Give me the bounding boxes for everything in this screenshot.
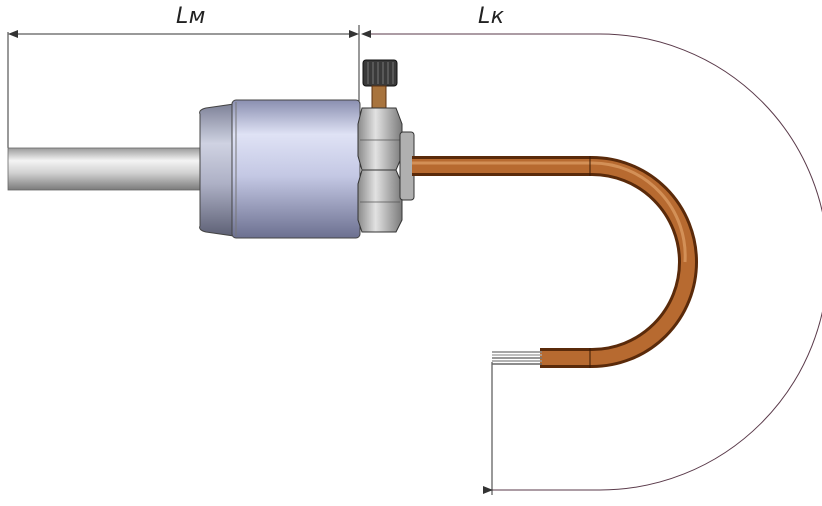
- lk-dimension-arc: [361, 30, 822, 494]
- cable-shine: [412, 161, 687, 263]
- sensor-body: [231, 99, 361, 239]
- cable-highlight: [412, 159, 695, 365]
- lm-dimension-label: Lм: [176, 4, 206, 29]
- sensor-rod: [7, 147, 209, 191]
- screw-cap-knurl: [367, 62, 394, 84]
- sensor-body-ring: [199, 103, 235, 237]
- cable: [412, 156, 698, 368]
- cable-gland: [399, 131, 415, 201]
- screw-stem: [371, 85, 387, 109]
- wire-ends: [492, 351, 542, 365]
- lk-dimension-label: Lк: [478, 4, 505, 29]
- hex-nut-upper: [357, 107, 403, 171]
- hex-nut-lower: [357, 169, 403, 233]
